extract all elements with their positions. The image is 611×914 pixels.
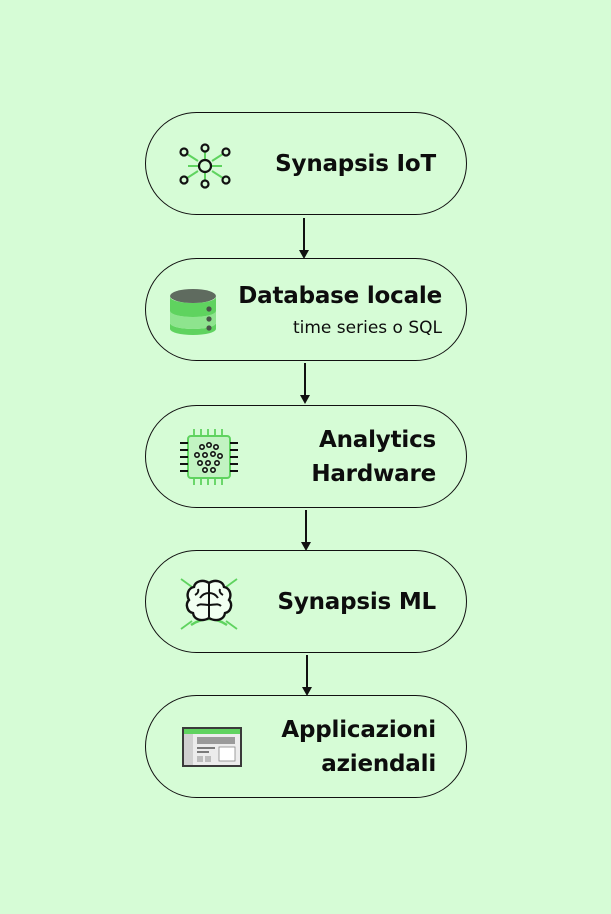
node-title: Synapsis IoT xyxy=(275,150,436,177)
node-text: Analytics Hardware xyxy=(311,406,436,507)
application-screen-icon xyxy=(182,727,242,767)
arrow-2 xyxy=(300,363,310,404)
arrow-3 xyxy=(301,510,311,551)
arrow-4 xyxy=(302,655,312,696)
node-synapsis-ml: Synapsis ML xyxy=(145,550,467,653)
node-text: Synapsis IoT xyxy=(275,113,436,214)
node-title: Database locale xyxy=(238,282,442,309)
node-title-line-2: aziendali xyxy=(321,750,436,777)
node-title-line-2: Hardware xyxy=(311,460,436,487)
node-text: Applicazioni aziendali xyxy=(281,696,436,797)
arrow-1 xyxy=(299,218,309,259)
database-icon xyxy=(170,289,216,335)
node-title: Synapsis ML xyxy=(277,588,436,615)
node-database-locale: Database locale time series o SQL xyxy=(145,258,467,361)
node-synapsis-iot: Synapsis IoT xyxy=(145,112,467,215)
chip-icon xyxy=(180,429,238,485)
node-title-line-1: Applicazioni xyxy=(281,716,436,743)
node-title-line-1: Analytics xyxy=(319,426,436,453)
brain-icon xyxy=(180,578,238,630)
node-analytics-hardware: Analytics Hardware xyxy=(145,405,467,508)
node-subtitle: time series o SQL xyxy=(292,317,442,338)
node-text: Synapsis ML xyxy=(277,551,436,652)
iot-network-icon xyxy=(179,143,231,189)
node-text: Database locale time series o SQL xyxy=(238,259,442,360)
node-applicazioni-aziendali: Applicazioni aziendali xyxy=(145,695,467,798)
